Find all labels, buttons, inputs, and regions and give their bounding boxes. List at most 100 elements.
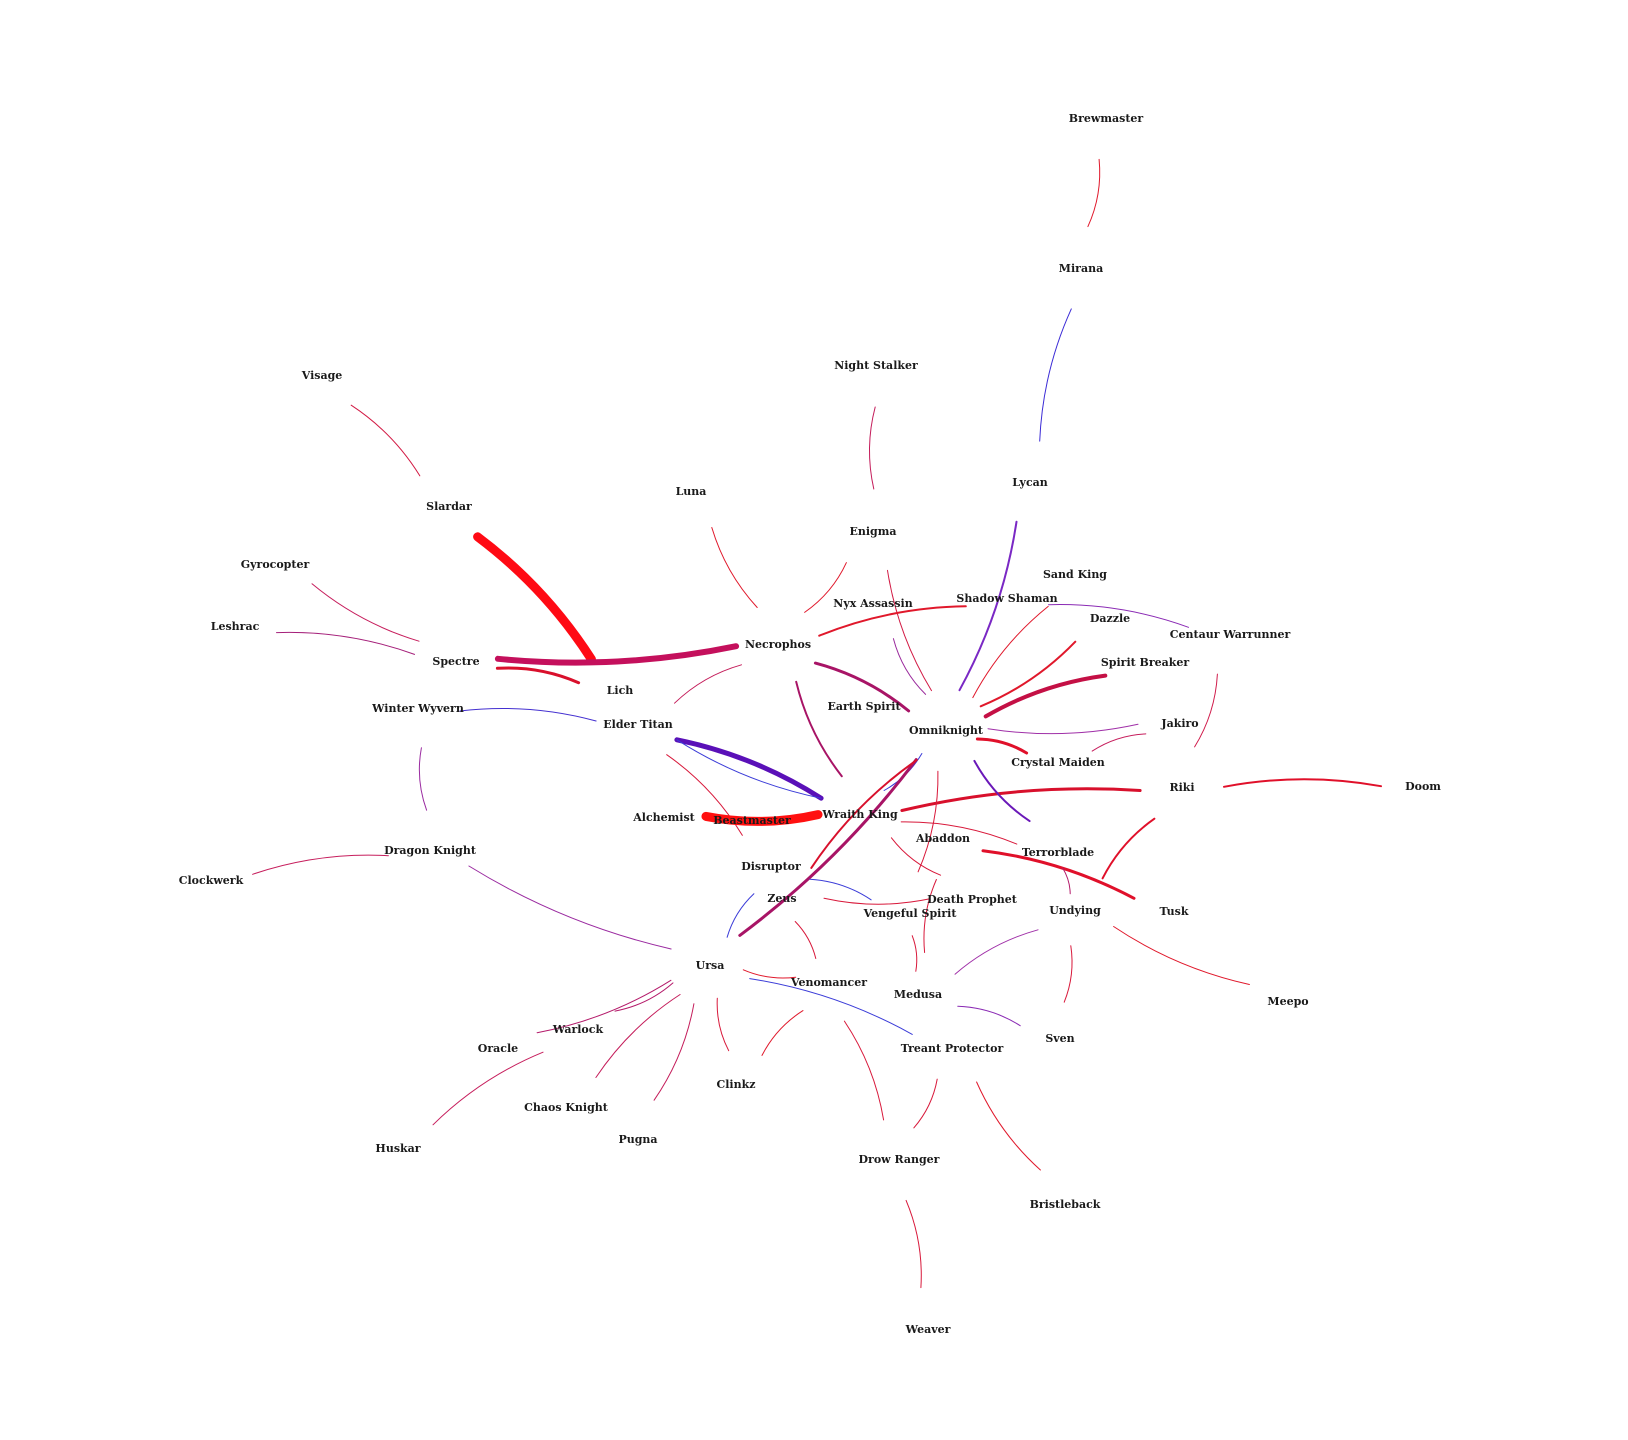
edge-ursa-venomancer (742, 969, 797, 979)
node-label-alchemist: Alchemist (632, 811, 695, 824)
node-label-drow-ranger: Drow Ranger (859, 1153, 940, 1166)
edges-layer (252, 158, 1382, 1289)
edge-enigma-omniknight (887, 569, 932, 692)
edge-ursa-treant-protector (749, 978, 913, 1035)
edge-venomancer-drow-ranger (843, 1020, 885, 1121)
edge-disruptor-ursa (726, 893, 755, 938)
edge-ursa-clinkz (716, 997, 730, 1052)
node-label-luna: Luna (676, 485, 707, 498)
node-label-abaddon: Abaddon (915, 832, 970, 845)
node-label-elder-titan: Elder Titan (603, 718, 672, 731)
edge-omniknight-zeus (810, 759, 918, 869)
node-label-night-stalker: Night Stalker (834, 359, 918, 372)
node-label-dragon-knight: Dragon Knight (384, 844, 477, 857)
node-label-undying: Undying (1049, 904, 1101, 917)
node-label-beastmaster: Beastmaster (713, 814, 791, 827)
edge-sand-king-omniknight (972, 605, 1049, 699)
node-label-clinkz: Clinkz (717, 1078, 756, 1091)
node-label-sand-king: Sand King (1043, 568, 1107, 581)
edge-jakiro-omniknight (987, 723, 1139, 735)
edge-wraith-king-death-prophet (890, 837, 942, 876)
node-label-omniknight: Omniknight (909, 724, 984, 737)
edge-centaur-warrunner-riki (1194, 673, 1218, 748)
node-label-riki: Riki (1169, 781, 1194, 794)
edge-mirana-lycan (1039, 308, 1072, 442)
edge-spectre-necrophos (494, 643, 740, 666)
node-label-leshrac: Leshrac (211, 620, 260, 633)
edge-drow-ranger-weaver (905, 1199, 922, 1289)
node-label-brewmaster: Brewmaster (1069, 112, 1144, 125)
edge-omniknight-terrorblade (973, 759, 1031, 823)
node-label-doom: Doom (1405, 780, 1441, 793)
node-label-crystal-maiden: Crystal Maiden (1011, 756, 1105, 769)
node-label-shadow-shaman: Shadow Shaman (956, 592, 1057, 605)
node-label-disruptor: Disruptor (741, 860, 801, 873)
edge-ursa-pugna (653, 1003, 695, 1101)
node-label-wraith-king: Wraith King (821, 808, 898, 821)
node-label-nyx-assassin: Nyx Assassin (833, 597, 912, 610)
edge-elder-titan-wraith-king (674, 737, 824, 801)
edge-elder-titan-wraith-king (676, 739, 822, 799)
node-label-jakiro: Jakiro (1160, 717, 1198, 730)
edge-undying-meepo (1113, 926, 1250, 985)
edge-medusa-sven (957, 1005, 1021, 1027)
edge-spirit-breaker-omniknight (983, 673, 1108, 719)
edge-enigma-necrophos (804, 562, 847, 613)
node-label-mirana: Mirana (1059, 262, 1103, 275)
node-label-gyrocopter: Gyrocopter (241, 558, 310, 571)
edge-wraith-king-terrorblade (900, 821, 1018, 845)
node-label-venomancer: Venomancer (790, 976, 867, 989)
edge-riki-doom (1223, 778, 1382, 788)
edge-dazzle-omniknight (979, 640, 1077, 708)
edge-visage-slardar (350, 404, 421, 477)
edge-winter-wyvern-elder-titan (459, 707, 597, 722)
edge-medusa-vengeful-spirit (911, 935, 918, 972)
edge-abaddon-medusa (923, 879, 937, 953)
edge-wraith-king-riki (900, 787, 1142, 812)
node-label-clockwerk: Clockwerk (179, 874, 244, 887)
node-label-spectre: Spectre (432, 655, 479, 668)
edge-spectre-lich (495, 666, 581, 685)
edge-slardar-lich (473, 532, 596, 664)
edge-necrophos-shadow-shaman (818, 605, 967, 637)
node-label-winter-wyvern: Winter Wyvern (371, 702, 464, 715)
node-label-terrorblade: Terrorblade (1022, 846, 1094, 859)
node-label-lycan: Lycan (1012, 476, 1048, 489)
edge-terrorblade-undying (1062, 867, 1071, 895)
node-label-bristleback: Bristleback (1030, 1198, 1101, 1211)
node-label-spirit-breaker: Spirit Breaker (1101, 656, 1190, 669)
edge-omniknight-ursa (738, 758, 918, 937)
edge-omniknight-vengeful-spirit (917, 770, 939, 873)
node-label-zeus: Zeus (767, 892, 796, 905)
edge-disruptor-vengeful-spirit (809, 878, 872, 901)
node-label-weaver: Weaver (905, 1323, 951, 1336)
edge-riki-undying (1101, 817, 1156, 880)
node-label-tusk: Tusk (1160, 905, 1189, 918)
node-label-dazzle: Dazzle (1090, 612, 1130, 625)
edge-undying-medusa (954, 929, 1039, 975)
node-label-sven: Sven (1045, 1032, 1074, 1045)
node-label-treant-protector: Treant Protector (901, 1042, 1004, 1055)
node-label-visage: Visage (301, 369, 343, 382)
node-label-necrophos: Necrophos (745, 638, 811, 651)
node-label-medusa: Medusa (894, 988, 942, 1001)
node-label-lich: Lich (607, 684, 634, 697)
edge-crystal-maiden-omniknight (975, 737, 1029, 755)
edge-necrophos-elder-titan (674, 664, 742, 704)
node-label-chaos-knight: Chaos Knight (524, 1101, 609, 1114)
edge-shadow-shaman-centaur-warrunner (1048, 604, 1189, 628)
edge-zeus-death-prophet (823, 897, 931, 905)
edge-ursa-warlock (614, 982, 674, 1012)
edge-warlock-huskar (432, 1051, 544, 1126)
node-label-huskar: Huskar (375, 1142, 420, 1155)
edge-gyrocopter-spectre (311, 583, 420, 642)
node-label-slardar: Slardar (426, 500, 472, 513)
node-label-ursa: Ursa (696, 959, 725, 972)
edge-clockwerk-dragon-knight (252, 854, 389, 875)
node-label-death-prophet: Death Prophet (927, 893, 1018, 906)
edge-brewmaster-mirana (1087, 158, 1101, 228)
edge-treant-protector-bristleback (976, 1081, 1041, 1171)
node-label-oracle: Oracle (478, 1042, 518, 1055)
